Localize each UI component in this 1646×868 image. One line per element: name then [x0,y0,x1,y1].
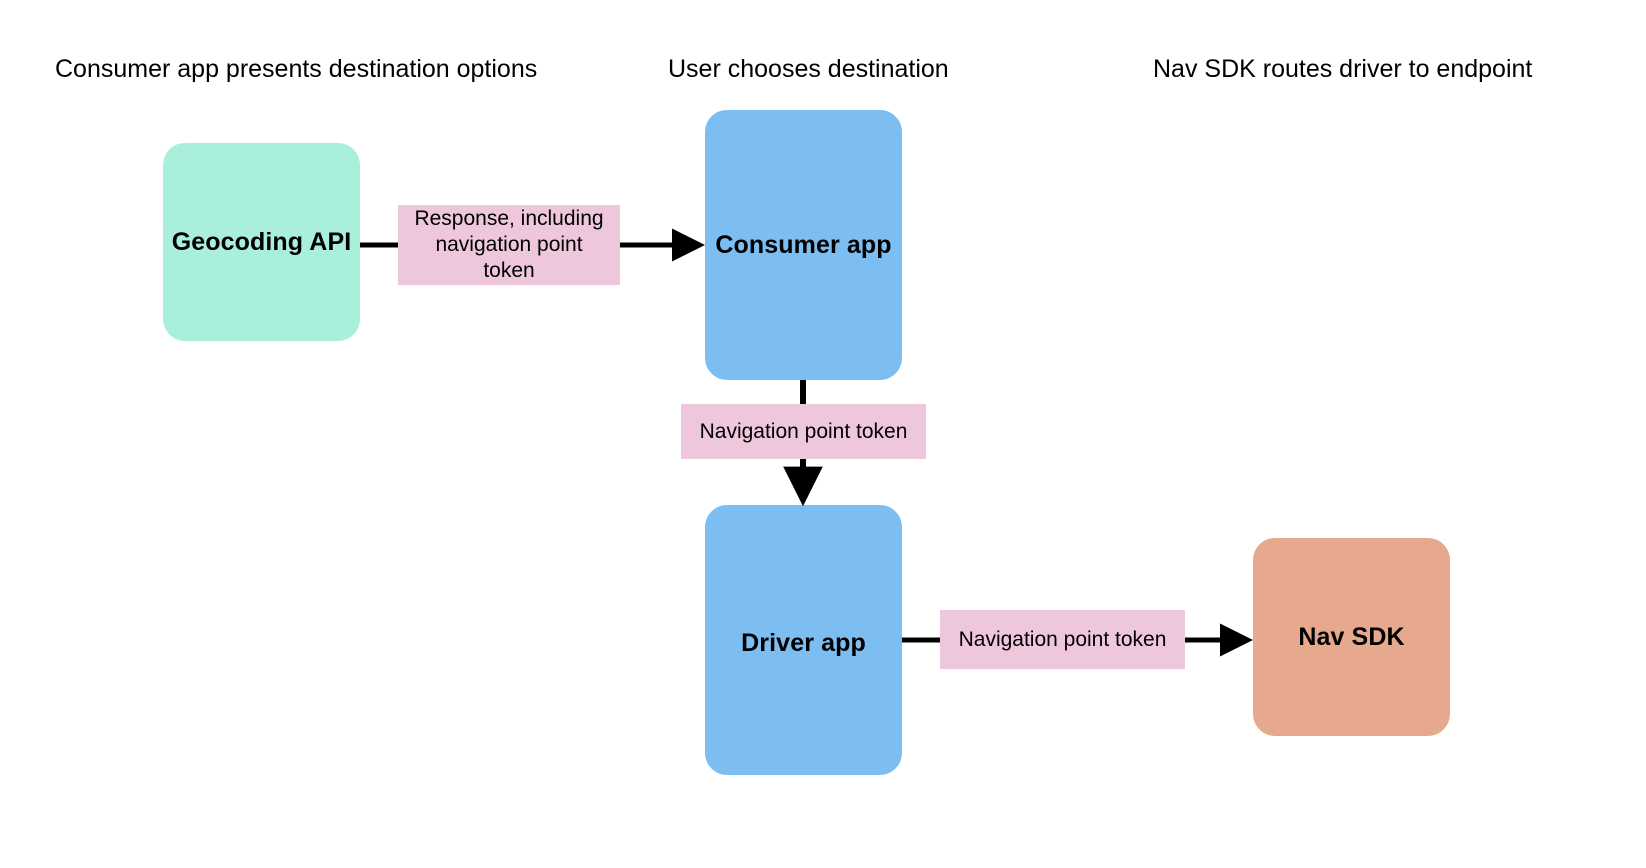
edge-label-response-navigation-point-token: Response, including navigation point tok… [398,205,620,285]
node-geocoding-api-label: Geocoding API [171,227,352,256]
node-nav-sdk[interactable]: Nav SDK [1253,538,1450,736]
node-consumer-app-label: Consumer app [715,230,892,259]
node-geocoding-api[interactable]: Geocoding API [163,143,360,341]
edge-label-response-line-1: Response, including [414,207,604,230]
edge-label-response-line-2: navigation point [435,233,583,256]
column-header-nav-sdk: Nav SDK routes driver to endpoint [1153,55,1533,83]
edge-label-navigation-point-token-horizontal: Navigation point token [940,610,1185,669]
column-header-consumer-app: Consumer app presents destination option… [55,55,538,83]
edge-label-navigation-point-token-vertical: Navigation point token [681,404,926,459]
node-driver-app[interactable]: Driver app [705,505,902,775]
node-consumer-app[interactable]: Consumer app [705,110,902,380]
node-nav-sdk-label: Nav SDK [1298,622,1405,651]
edge-label-response-line-3: token [483,259,535,282]
node-driver-app-label: Driver app [741,629,866,657]
column-header-user-chooses: User chooses destination [668,55,949,83]
edge-label-navigation-point-token-horizontal-text: Navigation point token [958,627,1167,651]
edge-label-navigation-point-token-vertical-text: Navigation point token [699,419,908,443]
